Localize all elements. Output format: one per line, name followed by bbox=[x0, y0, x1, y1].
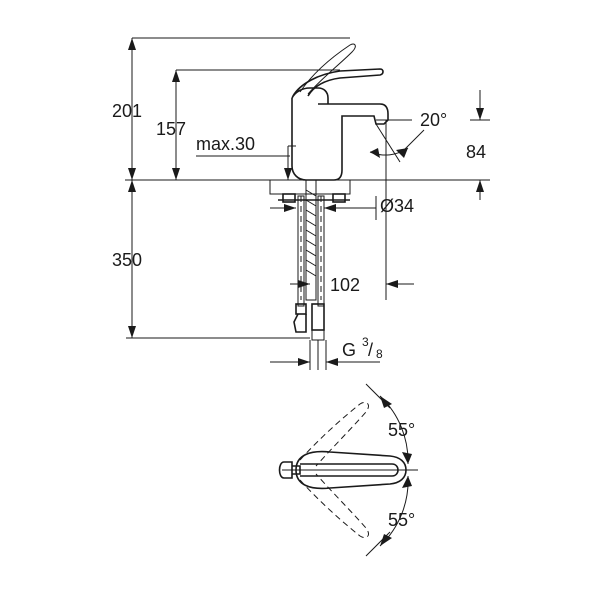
dim-spout-angle: 20° bbox=[420, 110, 447, 130]
dim-hose-length: 350 bbox=[112, 250, 142, 270]
thread-prefix: G bbox=[342, 340, 356, 360]
dim-hole-diameter: Ø34 bbox=[380, 196, 414, 216]
thread-denominator: 8 bbox=[376, 347, 383, 361]
faucet-top-view bbox=[278, 383, 418, 557]
dim-max-thickness: max.30 bbox=[196, 134, 255, 154]
mounting-section bbox=[125, 179, 490, 370]
thread-numerator: 3 bbox=[362, 335, 369, 349]
dim-aerator-height: 84 bbox=[466, 142, 486, 162]
dim-lever-angle-top: 55° bbox=[388, 420, 415, 440]
thread-slash: / bbox=[368, 340, 373, 360]
dim-total-height: 201 bbox=[112, 101, 142, 121]
dim-lever-angle-bottom: 55° bbox=[388, 510, 415, 530]
dim-projection: 102 bbox=[330, 275, 360, 295]
dim-thread-size: G 3 / 8 bbox=[342, 335, 383, 361]
dim-spout-height: 157 bbox=[156, 119, 186, 139]
faucet-side-view bbox=[288, 43, 412, 181]
dimension-lines bbox=[126, 37, 490, 366]
